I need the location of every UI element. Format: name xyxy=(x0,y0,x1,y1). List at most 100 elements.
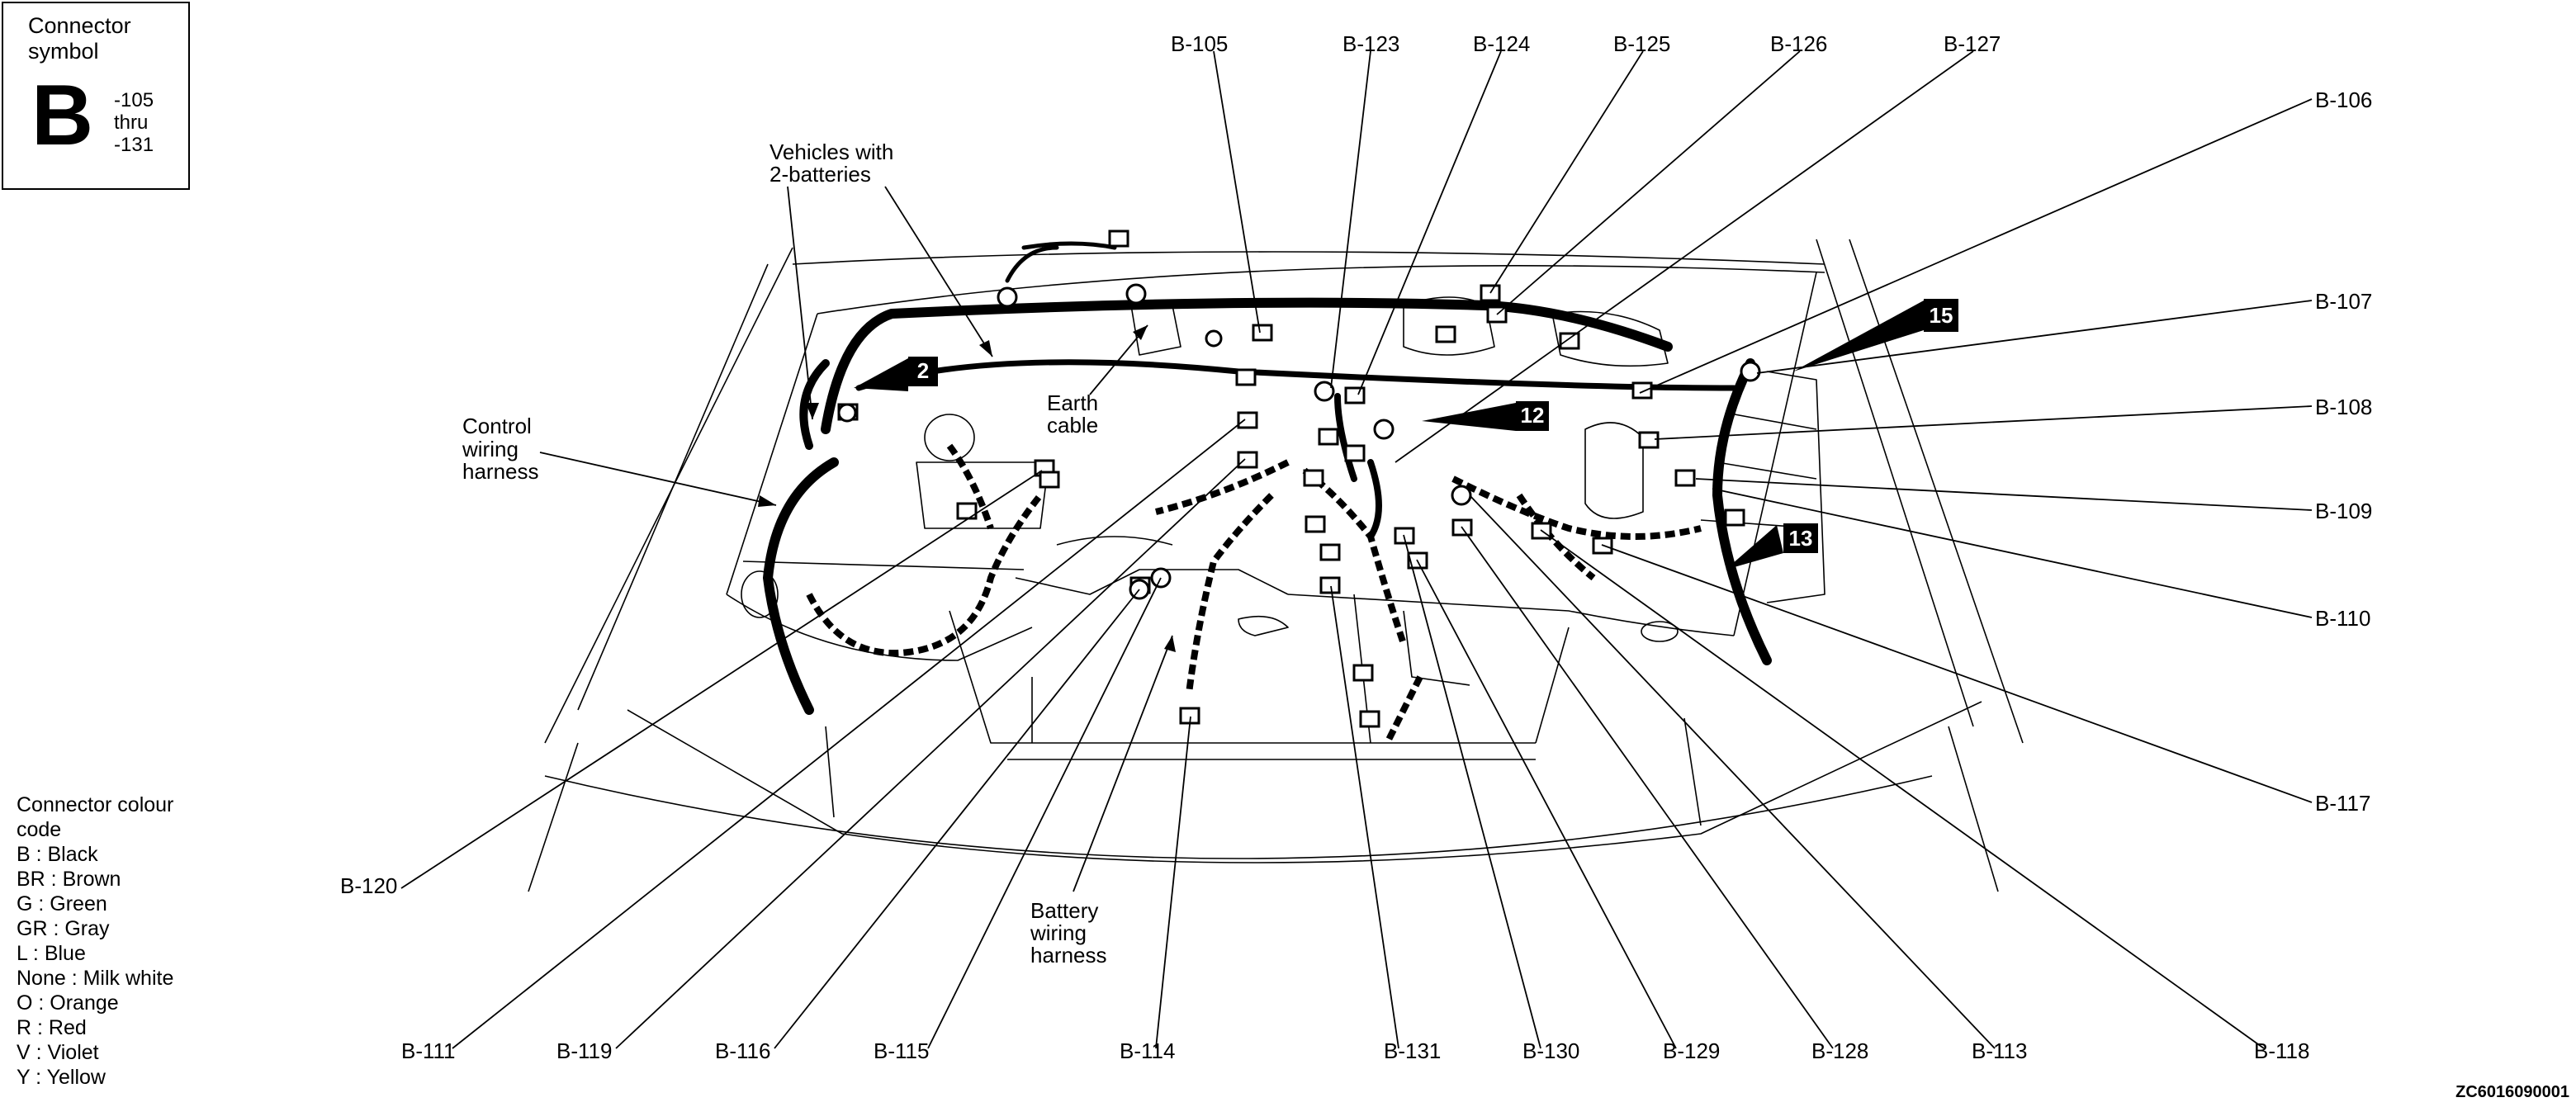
colour-code-entry: O : Orange xyxy=(17,991,119,1015)
connector-icon xyxy=(1108,229,1129,248)
annotation-control-line3: harness xyxy=(462,459,539,484)
grommet-icon xyxy=(1314,381,1335,402)
grommet-icon xyxy=(837,403,857,423)
callout-label: B-120 xyxy=(340,873,397,898)
callout-label: B-116 xyxy=(715,1038,770,1063)
marker-12-label: 12 xyxy=(1521,403,1545,428)
connector-icon xyxy=(1631,381,1653,400)
connector-icon xyxy=(1318,428,1339,446)
connector-icon xyxy=(1237,451,1258,469)
callout-label: B-128 xyxy=(1811,1038,1868,1063)
connector-icon xyxy=(1344,444,1366,462)
marker-13-label: 13 xyxy=(1789,526,1813,551)
leader-lines xyxy=(400,50,2313,1049)
annotation-earth-line1: Earth xyxy=(1047,390,1098,415)
grommet-icon xyxy=(1740,361,1761,382)
earth-terminal-icon xyxy=(1205,329,1223,348)
colour-code-entry: V : Violet xyxy=(17,1041,99,1064)
connector-icon xyxy=(1724,509,1745,527)
connector-icon xyxy=(1435,325,1456,343)
connector-icon xyxy=(1344,386,1366,404)
legend-range-start: -105 xyxy=(114,89,154,111)
connector-icon xyxy=(1235,368,1257,386)
marker-12 xyxy=(1516,401,1549,431)
callout-label: B-130 xyxy=(1522,1038,1579,1063)
connector-icon xyxy=(1039,471,1060,489)
callout-label: B-118 xyxy=(2254,1038,2309,1063)
annotation-battery-line3: harness xyxy=(1030,943,1107,967)
connector-icon xyxy=(1559,332,1580,350)
marker-15 xyxy=(1924,299,1958,332)
callout-label: B-119 xyxy=(556,1038,612,1063)
annotation-control-line1: Control xyxy=(462,414,532,438)
connector-icon xyxy=(1319,543,1341,561)
document-id: ZC6016090001 xyxy=(2455,1083,2569,1101)
colour-code-entry: BR : Brown xyxy=(17,868,121,891)
colour-code-entry: Y : Yellow xyxy=(17,1066,106,1089)
callout-label: B-131 xyxy=(1384,1038,1441,1063)
callout-label: B-107 xyxy=(2315,289,2372,314)
marker-13 xyxy=(1783,523,1818,553)
connector-icon xyxy=(1237,411,1258,429)
section-markers: 2 12 13 15 xyxy=(854,299,1958,570)
callout-label: B-124 xyxy=(1473,31,1530,56)
marker-2 xyxy=(908,357,938,386)
connector-colour-code: Connector colour code B : Black BR : Bro… xyxy=(17,792,206,1090)
dashed-harness-runs xyxy=(806,443,1702,745)
annotation-vehicles-line1: Vehicles with xyxy=(769,140,893,164)
colour-code-title: Connector colour code xyxy=(17,793,174,841)
callout-label: B-115 xyxy=(874,1038,929,1063)
annotation-battery-line2: wiring xyxy=(1030,920,1087,945)
marker-15-label: 15 xyxy=(1930,303,1953,328)
callout-label: B-126 xyxy=(1770,31,1827,56)
callout-label: B-108 xyxy=(2315,395,2372,419)
wiring-harnesses xyxy=(763,241,1772,715)
connector-icon xyxy=(1674,469,1696,487)
legend-letter: B xyxy=(31,68,94,163)
grommet-icon xyxy=(1451,485,1472,506)
callout-label: B-105 xyxy=(1171,31,1228,56)
colour-code-entry: G : Green xyxy=(17,892,107,915)
connector-icon xyxy=(1303,469,1324,487)
colour-code-entry: None : Milk white xyxy=(17,967,174,990)
grommet-icon xyxy=(1373,419,1395,440)
annotation-battery-line1: Battery xyxy=(1030,898,1098,923)
marker-2-label: 2 xyxy=(917,358,929,383)
connector-icon xyxy=(1359,710,1380,728)
colour-code-entry: L : Blue xyxy=(17,942,86,965)
callout-label: B-110 xyxy=(2315,606,2370,631)
colour-code-entry: R : Red xyxy=(17,1016,87,1039)
arrowheads xyxy=(758,325,1176,652)
callout-label: B-111 xyxy=(401,1038,456,1063)
colour-code-entry: GR : Gray xyxy=(17,917,110,940)
callout-label: B-109 xyxy=(2315,499,2372,523)
colour-code-entry: B : Black xyxy=(17,843,98,866)
callout-labels: B-105 B-123 B-124 B-125 B-126 B-127 B-10… xyxy=(340,31,2372,1063)
connector-icon xyxy=(1319,576,1341,594)
legend-range-end: -131 xyxy=(114,134,154,156)
legend-title: Connector symbol xyxy=(28,13,131,64)
callout-label: B-129 xyxy=(1663,1038,1720,1063)
annotations: Vehicles with 2-batteries Control wiring… xyxy=(462,140,1107,967)
callout-label: B-125 xyxy=(1613,31,1670,56)
connector-icon xyxy=(1352,664,1374,682)
annotation-vehicles-line2: 2-batteries xyxy=(769,162,871,187)
callout-label: B-117 xyxy=(2315,791,2370,816)
legend-range-thru: thru xyxy=(114,111,149,134)
callout-label: B-127 xyxy=(1944,31,2001,56)
callout-label: B-106 xyxy=(2315,88,2372,112)
connector-icon xyxy=(1305,515,1326,533)
annotation-earth-line2: cable xyxy=(1047,413,1098,438)
callout-label: B-113 xyxy=(1972,1038,2027,1063)
grommet-icon xyxy=(997,286,1018,308)
callout-label: B-114 xyxy=(1120,1038,1175,1063)
callout-label: B-123 xyxy=(1342,31,1399,56)
legend-range: -105 thru -131 xyxy=(114,89,154,156)
connector-icon xyxy=(956,502,978,520)
annotation-control-line2: wiring xyxy=(462,437,519,461)
vehicle-body-outline xyxy=(528,239,2024,892)
connector-symbol-legend: Connector symbol B -105 thru -131 xyxy=(2,2,190,190)
connector-icon xyxy=(1252,324,1273,342)
connector-icon xyxy=(1638,431,1660,449)
